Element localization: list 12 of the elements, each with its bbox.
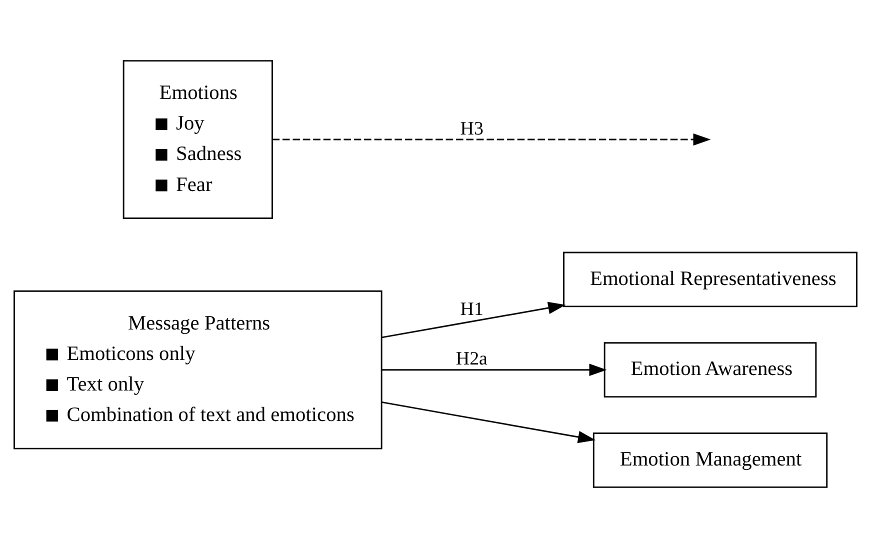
arrow <box>382 363 607 376</box>
node-box: Emotion Management <box>592 432 828 488</box>
edge-label: H2a <box>456 348 488 370</box>
arrow <box>382 401 596 443</box>
arrow <box>382 301 566 338</box>
edge-label: H1 <box>460 298 484 320</box>
edge-label: H3 <box>460 118 484 139</box>
node-box: Emotional Representativeness <box>563 251 858 307</box>
node-box: Message Patterns Emoticons only Text only Combination of text and emoticons <box>14 290 382 449</box>
node-box: Emotion Awareness <box>604 342 817 398</box>
arrow <box>272 132 711 146</box>
node-box: Emotions Joy Sadness Fear <box>122 60 273 218</box>
